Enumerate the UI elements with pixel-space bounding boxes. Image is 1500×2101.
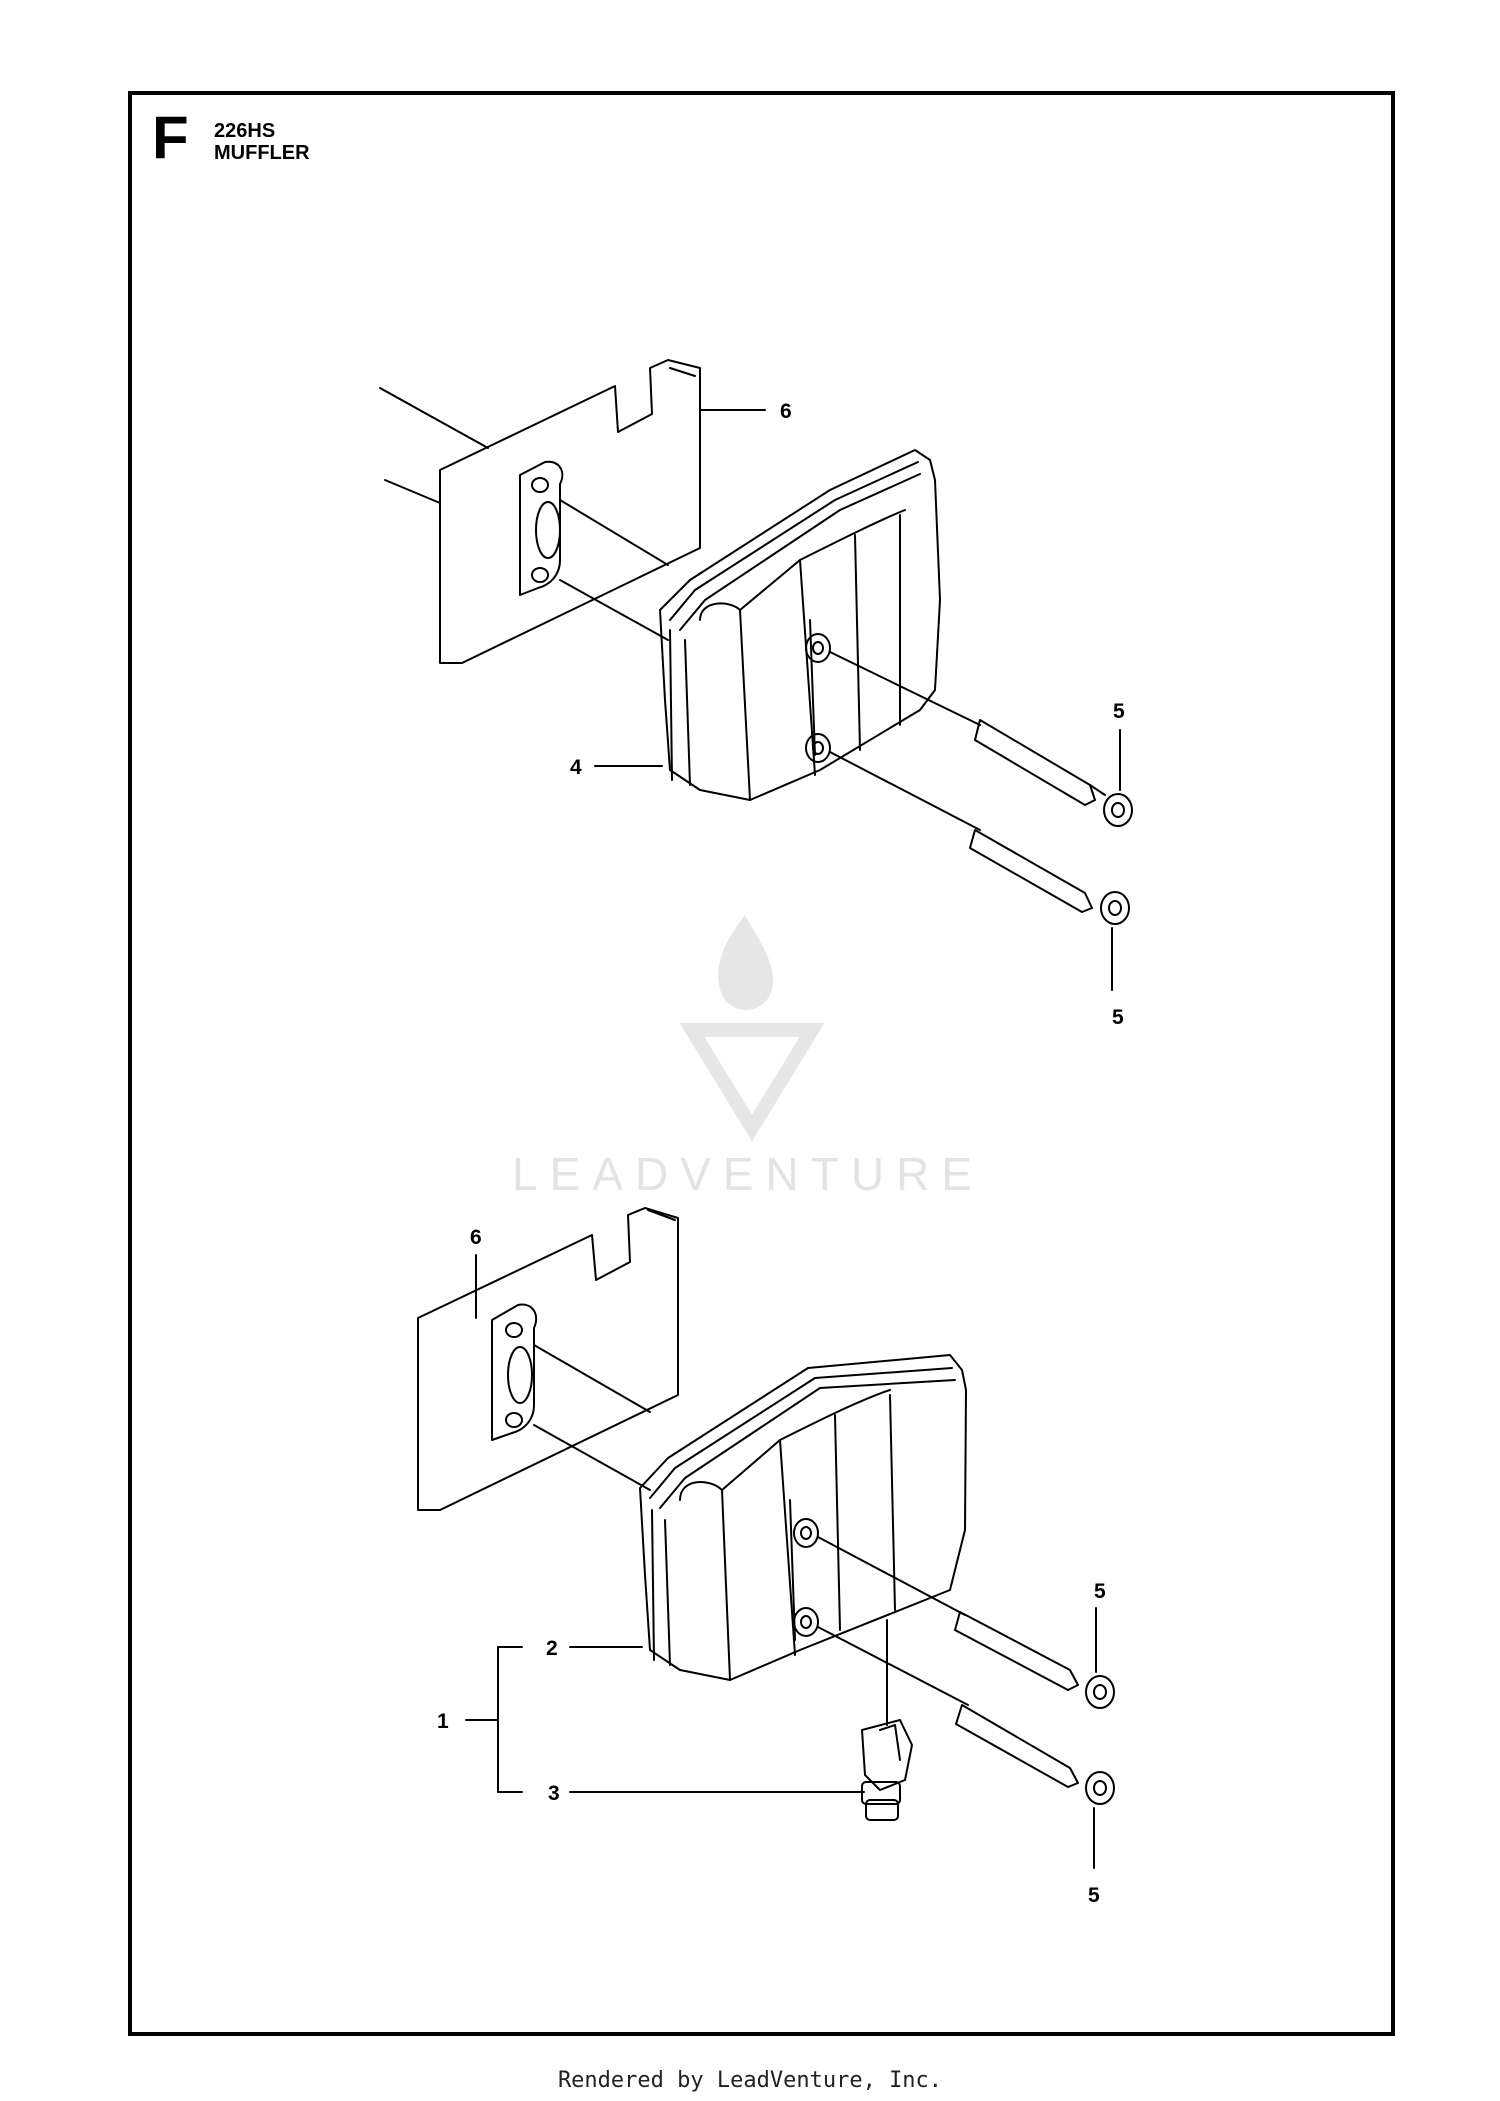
top-heat-shield	[379, 359, 701, 664]
callout-top-5a: 5	[1113, 700, 1125, 723]
top-bolt-lower	[829, 751, 1130, 925]
bottom-bolt-lower	[817, 1626, 1115, 1805]
diagram-frame	[128, 91, 1395, 2036]
callout-bottom-5a: 5	[1094, 1580, 1106, 1603]
top-bolt-upper	[829, 651, 1133, 827]
watermark-logo-icon	[679, 915, 825, 1142]
watermark-text: LEADVENTURE	[512, 1148, 984, 1200]
bottom-heat-shield	[417, 1207, 679, 1511]
callout-bottom-5b: 5	[1088, 1884, 1100, 1907]
bottom-muffler-body	[639, 1354, 967, 1681]
callout-bottom-3: 3	[548, 1782, 560, 1805]
callout-bottom-1: 1	[437, 1710, 449, 1733]
callout-top-5b: 5	[1112, 1006, 1124, 1029]
top-muffler-body	[659, 449, 941, 801]
callout-top-6: 6	[780, 400, 792, 423]
callout-bottom-6: 6	[470, 1226, 482, 1249]
bottom-bolt-upper	[817, 1536, 1115, 1709]
model-number: 226HS	[214, 120, 276, 142]
spark-arrestor-screen	[861, 1619, 913, 1821]
section-letter: F	[152, 104, 189, 171]
footer-credit: Rendered by LeadVenture, Inc.	[557, 2068, 943, 2093]
bottom-gasket	[491, 1303, 538, 1441]
diagram-title: MUFFLER	[214, 142, 310, 164]
callout-bottom-2: 2	[546, 1637, 558, 1660]
top-gasket	[519, 460, 564, 596]
callout-top-4: 4	[570, 756, 582, 779]
